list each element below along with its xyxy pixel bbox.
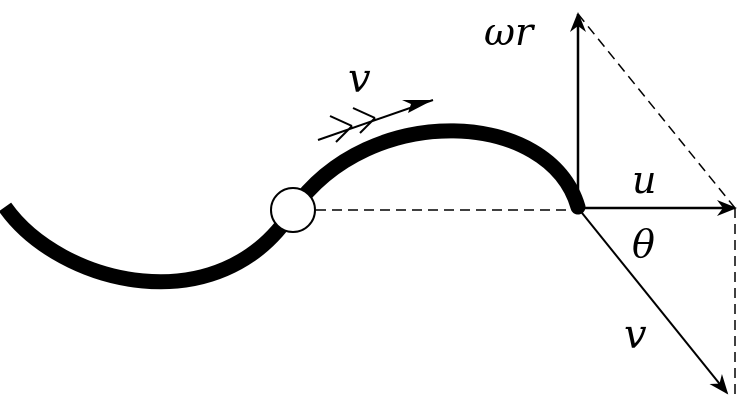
joint-circle (270, 187, 316, 233)
label-u: u (632, 158, 656, 202)
label-v-bottom: v (624, 312, 647, 358)
wave-curve-right (285, 123, 586, 218)
label-theta: θ (632, 222, 655, 266)
dashed-diagonal-upper (577, 13, 736, 209)
curve-velocity-arrow (317, 99, 434, 143)
wave-curve-left (0, 202, 300, 290)
label-omega-r: ωr (484, 10, 536, 54)
v-resultant-arrow (577, 207, 729, 395)
label-v-top: v (348, 56, 371, 102)
